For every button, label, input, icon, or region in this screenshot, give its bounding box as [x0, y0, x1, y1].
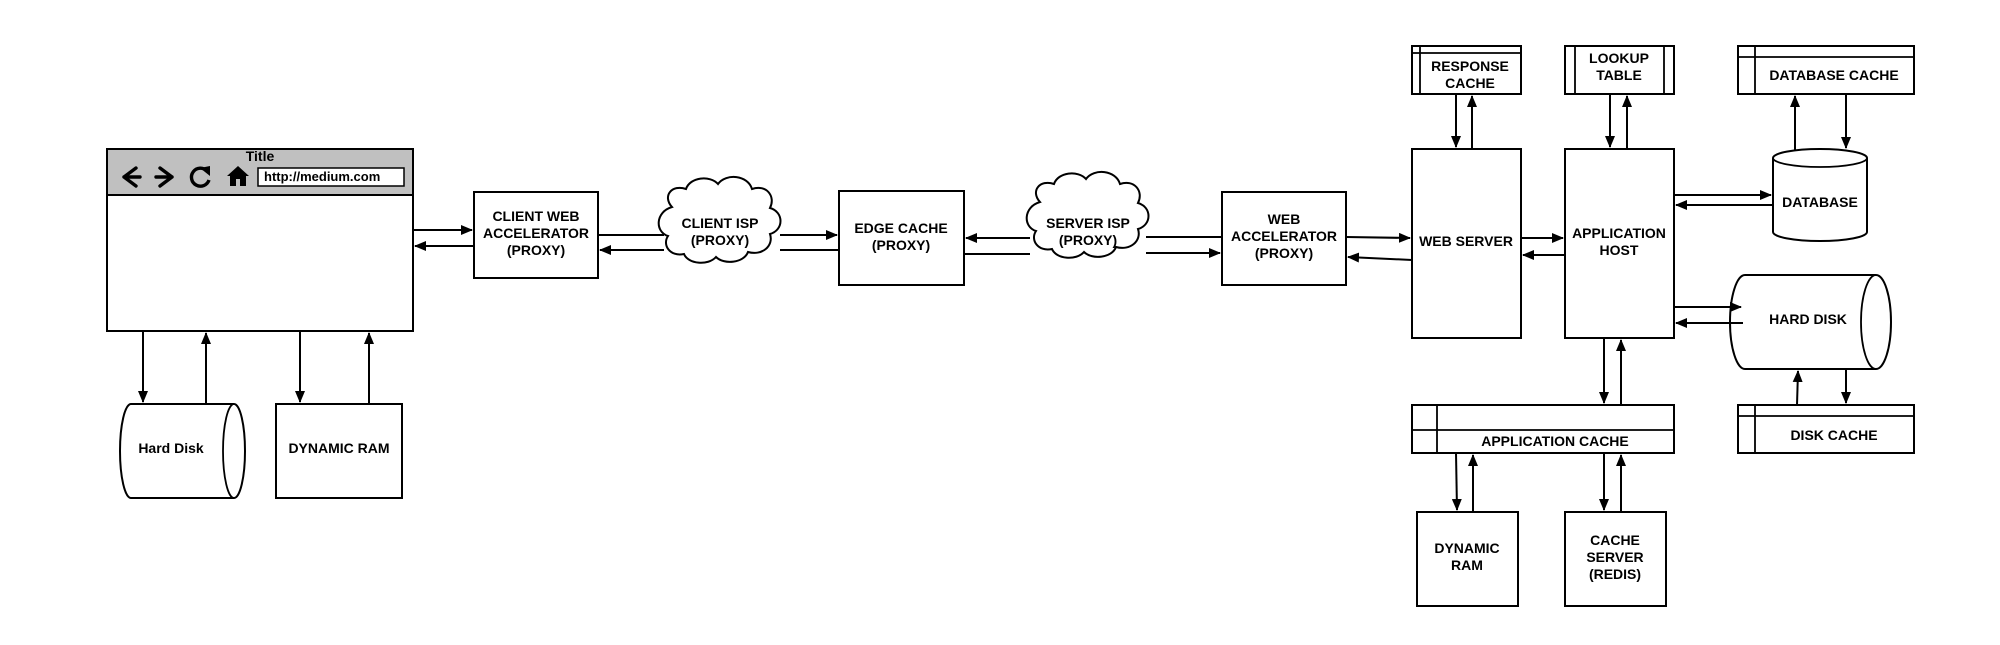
response-cache: RESPONSE CACHE — [1411, 45, 1522, 95]
web-accelerator-line-2: ACCELERATOR — [1231, 228, 1337, 244]
web-server: WEB SERVER — [1411, 148, 1522, 339]
database-cache-label: DATABASE CACHE — [1769, 67, 1898, 83]
server-dynamic-ram-line-2: RAM — [1451, 557, 1483, 573]
connector-web-accelerator-to-web-server — [1345, 232, 1411, 243]
web-server-label: WEB SERVER — [1419, 233, 1513, 249]
cache-server: CACHE SERVER (REDIS) — [1564, 511, 1667, 607]
home-icon[interactable] — [227, 166, 249, 186]
lookup-table-line-2: TABLE — [1596, 67, 1642, 83]
server-dynamic-ram: DYNAMIC RAM — [1416, 511, 1519, 607]
server-isp-cloud: SERVER ISP (PROXY) — [1025, 171, 1150, 259]
application-host-line-2: HOST — [1600, 242, 1639, 258]
client-hard-disk: Hard Disk — [119, 403, 246, 499]
edge-cache: EDGE CACHE (PROXY) — [838, 190, 965, 286]
client-web-accelerator-line-2: ACCELERATOR — [483, 225, 589, 241]
client-dynamic-ram-label: DYNAMIC RAM — [288, 440, 389, 456]
server-isp-line-2: (PROXY) — [1059, 232, 1117, 248]
cache-server-line-2: SERVER — [1586, 549, 1643, 565]
edge-cache-line-1: EDGE CACHE — [854, 220, 947, 236]
server-hard-disk-label: HARD DISK — [1769, 311, 1847, 327]
connectors — [138, 94, 1851, 512]
application-cache-label: APPLICATION CACHE — [1481, 433, 1629, 449]
lookup-table-line-1: LOOKUP — [1589, 50, 1649, 66]
cache-server-line-3: (REDIS) — [1589, 566, 1641, 582]
client-web-accelerator-line-3: (PROXY) — [507, 242, 565, 258]
application-host: APPLICATION HOST — [1564, 148, 1675, 339]
forward-arrow-icon[interactable] — [154, 166, 174, 188]
database-label: DATABASE — [1782, 194, 1858, 210]
back-arrow-icon[interactable] — [122, 166, 142, 188]
connector-web-server-to-web-accelerator — [1347, 252, 1413, 263]
response-cache-line-2: CACHE — [1445, 75, 1495, 91]
browser-title: Title — [246, 148, 275, 164]
web-accelerator-line-1: WEB — [1268, 211, 1301, 227]
client-isp-line-1: CLIENT ISP — [681, 215, 758, 231]
server-hard-disk: HARD DISK — [1729, 274, 1892, 370]
connector-disk-cache-to-hard-disk — [1792, 370, 1803, 406]
web-accelerator: WEB ACCELERATOR (PROXY) — [1221, 191, 1347, 286]
database-cylinder: DATABASE — [1772, 148, 1868, 242]
disk-cache-label: DISK CACHE — [1790, 427, 1877, 443]
url-text: http://medium.com — [264, 169, 380, 184]
client-dynamic-ram: DYNAMIC RAM — [275, 403, 403, 499]
database-cache: DATABASE CACHE — [1737, 45, 1915, 95]
reload-icon[interactable] — [189, 166, 211, 188]
client-web-accelerator: CLIENT WEB ACCELERATOR (PROXY) — [473, 191, 599, 279]
edge-cache-line-2: (PROXY) — [872, 237, 930, 253]
client-isp-line-2: (PROXY) — [691, 232, 749, 248]
browser-window: Title http://medium.com — [106, 148, 414, 332]
url-bar[interactable] — [257, 167, 405, 187]
application-host-line-1: APPLICATION — [1572, 225, 1666, 241]
web-accelerator-line-3: (PROXY) — [1255, 245, 1313, 261]
connector-application-cache-to-dynamic-ram — [1451, 452, 1462, 511]
client-isp-cloud: CLIENT ISP (PROXY) — [657, 176, 782, 264]
cache-server-line-1: CACHE — [1590, 532, 1640, 548]
response-cache-line-1: RESPONSE — [1431, 58, 1509, 74]
disk-cache: DISK CACHE — [1737, 404, 1915, 454]
server-dynamic-ram-line-1: DYNAMIC — [1434, 540, 1499, 556]
client-hard-disk-label: Hard Disk — [138, 440, 204, 456]
server-isp-line-1: SERVER ISP — [1046, 215, 1130, 231]
application-cache: APPLICATION CACHE — [1411, 404, 1675, 454]
client-web-accelerator-line-1: CLIENT WEB — [492, 208, 579, 224]
lookup-table: LOOKUP TABLE — [1564, 45, 1675, 95]
